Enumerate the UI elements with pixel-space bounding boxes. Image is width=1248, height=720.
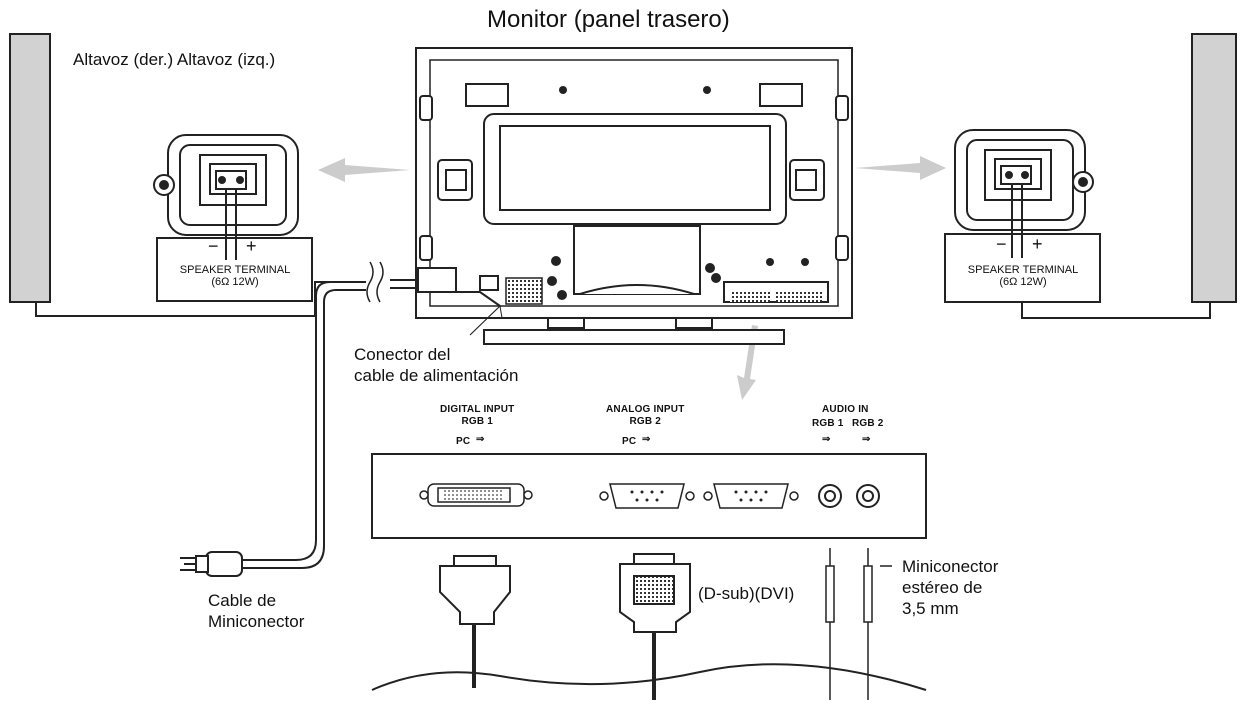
vga-port-1 [599,483,695,509]
input-arrow-icon: ⇒ [476,434,485,445]
audio-in-title: AUDIO IN [822,404,869,415]
analog-input-title: ANALOG INPUT RGB 2 [606,404,685,427]
power-cable [240,261,501,569]
left-speaker [9,33,51,303]
input-arrow-icon: ⇒ [642,434,651,445]
right-arrow [855,156,946,180]
left-terminal-plus: + [246,236,257,256]
power-connector-label: Conector del cable de alimentación [354,345,519,385]
monitor-rear-panel [415,47,853,345]
right-terminal-name: SPEAKER TERMINAL [967,264,1079,276]
audio-rgb2-label: RGB 2 [852,418,884,429]
page-title: Monitor (panel trasero) [487,6,730,33]
right-terminal-minus: − [996,234,1007,254]
vga-port-2 [703,483,799,509]
minijack-plugs [825,548,873,623]
left-terminal-name: SPEAKER TERMINAL [179,264,291,276]
audio-jacks [818,484,880,508]
left-arrow [318,158,410,182]
right-terminal-rating: (6Ω 12W) [999,276,1047,288]
pc-digital-label: PC [456,436,471,447]
left-speaker-terminal [153,134,313,302]
pc-analog-label: PC [622,436,637,447]
right-terminal-plus: + [1032,234,1043,254]
plug-type-label: (D-sub)(DVI) [698,584,795,603]
power-plug [180,551,243,577]
left-terminal-minus: − [208,236,219,256]
audio-input-icon: ⇒ [822,434,831,445]
right-speaker [1191,33,1237,303]
audio-input-icon: ⇒ [862,434,871,445]
power-cable-label: Cable de Miniconector [208,591,305,631]
cable-wave [371,663,927,691]
digital-input-title: DIGITAL INPUT RGB 1 [440,404,515,427]
minijack-label: Miniconector estéreo de 3,5 mm [902,557,999,618]
audio-rgb1-label: RGB 1 [812,418,844,429]
dvi-plug [439,555,511,625]
left-terminal-rating: (6Ω 12W) [211,276,259,288]
vga-plug [619,553,691,633]
speakers-label: Altavoz (der.) Altavoz (izq.) [73,50,276,69]
